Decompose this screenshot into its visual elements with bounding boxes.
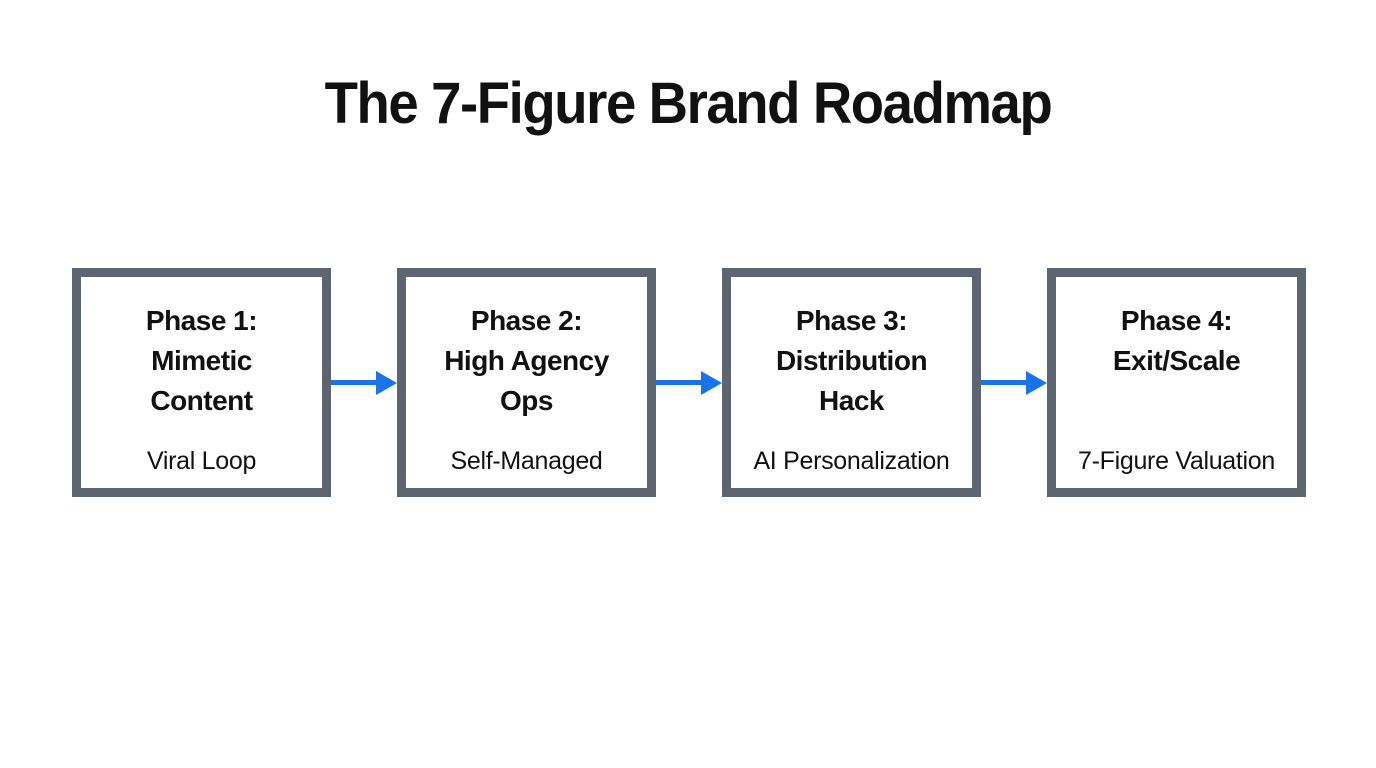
phase-title-line: Distribution <box>775 345 928 376</box>
arrow-shaft <box>981 380 1026 385</box>
phase-title-line: Ops <box>500 385 553 416</box>
phase-title-line: Mimetic <box>151 345 252 376</box>
phase-3-box: Phase 3: Distribution Hack AI Personaliz… <box>722 268 981 497</box>
arrowhead-icon <box>1026 370 1047 395</box>
arrow-3 <box>981 268 1047 497</box>
arrow-2 <box>656 268 722 497</box>
phase-2-box: Phase 2: High Agency Ops Self-Managed <box>397 268 656 497</box>
arrow-1 <box>331 268 397 497</box>
phase-title-line: Phase 3: <box>795 305 908 336</box>
phase-4-box: Phase 4: Exit/Scale 7-Figure Valuation <box>1047 268 1306 497</box>
phase-3-title: Phase 3: Distribution Hack <box>731 301 972 421</box>
phase-title-line: Phase 2: <box>470 305 583 336</box>
page-title: The 7-Figure Brand Roadmap <box>324 71 1053 136</box>
arrowhead-icon <box>376 370 397 395</box>
phase-1-title: Phase 1: Mimetic Content <box>81 301 322 421</box>
phase-title-line: Phase 4: <box>1120 305 1233 336</box>
phase-title-line: Hack <box>819 385 884 416</box>
phase-4-subtitle: 7-Figure Valuation <box>1077 447 1276 475</box>
arrow-shaft <box>331 380 376 385</box>
arrowhead-icon <box>701 370 722 395</box>
phase-title-line: High Agency <box>444 345 609 376</box>
phase-title-line: Content <box>150 385 253 416</box>
phase-title-line: Phase 1: <box>145 305 258 336</box>
phase-2-title: Phase 2: High Agency Ops <box>406 301 647 421</box>
phase-1-subtitle: Viral Loop <box>146 447 257 475</box>
phase-title-line: Exit/Scale <box>1112 345 1241 376</box>
phase-4-title: Phase 4: Exit/Scale <box>1056 301 1297 381</box>
phase-1-box: Phase 1: Mimetic Content Viral Loop <box>72 268 331 497</box>
phase-2-subtitle: Self-Managed <box>450 447 603 475</box>
arrow-shaft <box>656 380 701 385</box>
roadmap-flow: Phase 1: Mimetic Content Viral Loop Phas… <box>72 268 1306 497</box>
phase-3-subtitle: AI Personalization <box>753 447 950 475</box>
